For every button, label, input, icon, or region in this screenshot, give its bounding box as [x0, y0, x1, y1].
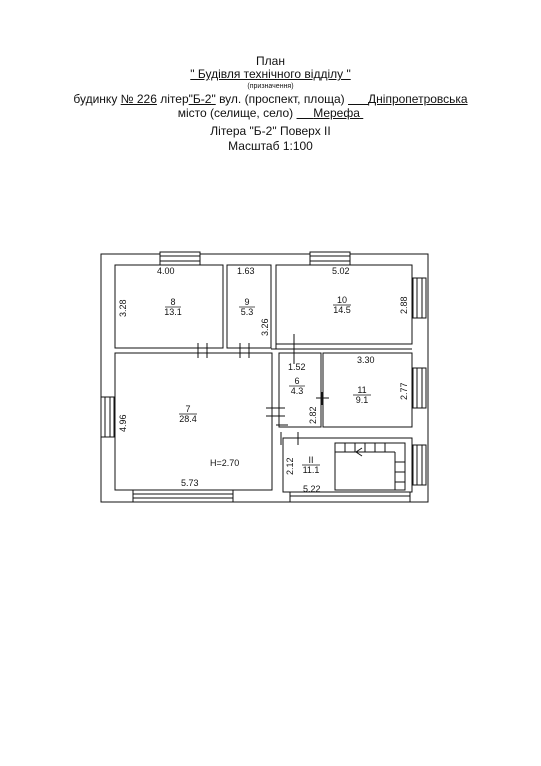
- room-labels: 8 13.1 9 5.3 10 14.5 6 4.3 11 9.1 7 28.4…: [164, 295, 371, 475]
- city-label: місто (селище, село): [177, 106, 294, 120]
- window-right-mid: [412, 367, 427, 409]
- room-6-outline: [278, 352, 322, 428]
- dim-4-00: 4.00: [157, 266, 175, 276]
- dimension-labels: 4.00 1.63 5.02 3.30 1.52 5.73 5.22 H=2.7…: [118, 266, 409, 494]
- room-II-area: 11.1: [303, 465, 320, 475]
- city-value: Мерефа: [313, 106, 360, 120]
- dim-3-30: 3.30: [357, 355, 375, 365]
- room-11-area: 9.1: [356, 395, 369, 405]
- building-purpose: " Будівля технічного відділу ": [190, 67, 351, 81]
- room-9-number: 9: [244, 297, 249, 307]
- dim-2-82: 2.82: [308, 406, 318, 424]
- dim-2-12: 2.12: [285, 457, 295, 475]
- room-9-area: 5.3: [241, 307, 254, 317]
- dim-5-73: 5.73: [181, 478, 199, 488]
- room-11-outline: [322, 352, 413, 428]
- room-7-area: 28.4: [179, 414, 197, 424]
- scale-label: Масштаб 1:100: [228, 139, 313, 153]
- staircase: [334, 442, 406, 491]
- city-line: місто (селище, село) Мерефа: [0, 106, 541, 120]
- dim-3-28: 3.28: [118, 299, 128, 317]
- purpose-note: (призначення): [247, 83, 294, 90]
- window-top-left: [159, 251, 201, 266]
- plan-title: План: [256, 54, 285, 68]
- dim-2-88: 2.88: [399, 296, 409, 314]
- height-label: H=2.70: [210, 458, 239, 468]
- room-6-number: 6: [294, 376, 299, 386]
- dim-1-52: 1.52: [288, 362, 306, 372]
- room-8-number: 8: [170, 297, 175, 307]
- room-10-area: 14.5: [333, 305, 351, 315]
- window-top-right: [309, 251, 351, 266]
- room-8-area: 13.1: [164, 307, 182, 317]
- window-right-top: [412, 277, 427, 319]
- address-prefix: будинку: [73, 92, 118, 106]
- street-label: вул. (проспект, площа): [219, 92, 345, 106]
- dim-1-63: 1.63: [237, 266, 255, 276]
- window-stair-bottom: [289, 491, 411, 503]
- windows: [100, 251, 427, 503]
- room-11-number: 11: [357, 385, 366, 395]
- street-value: Дніпропетровська: [368, 92, 468, 106]
- dim-3-26: 3.26: [260, 318, 270, 336]
- letter-label: літер: [160, 92, 189, 106]
- room-II-number: II: [308, 455, 313, 465]
- dim-5-22: 5.22: [303, 484, 321, 494]
- window-right-bottom: [412, 444, 427, 486]
- doors: [197, 334, 329, 445]
- dim-4-96: 4.96: [118, 414, 128, 432]
- dim-2-77: 2.77: [399, 382, 409, 400]
- dim-5-02: 5.02: [332, 266, 350, 276]
- window-bottom: [132, 489, 234, 503]
- house-number: № 226: [120, 92, 157, 106]
- outer-wall: [100, 253, 429, 503]
- window-left: [100, 396, 115, 438]
- letter-floor: Літера "Б-2" Поверх II: [210, 124, 331, 138]
- address-line: будинку № 226 літер"Б-2" вул. (проспект,…: [0, 92, 541, 106]
- room-6-area: 4.3: [291, 386, 304, 396]
- room-10-number: 10: [337, 295, 347, 305]
- letter-value: "Б-2": [188, 92, 216, 106]
- room-7-number: 7: [185, 404, 190, 414]
